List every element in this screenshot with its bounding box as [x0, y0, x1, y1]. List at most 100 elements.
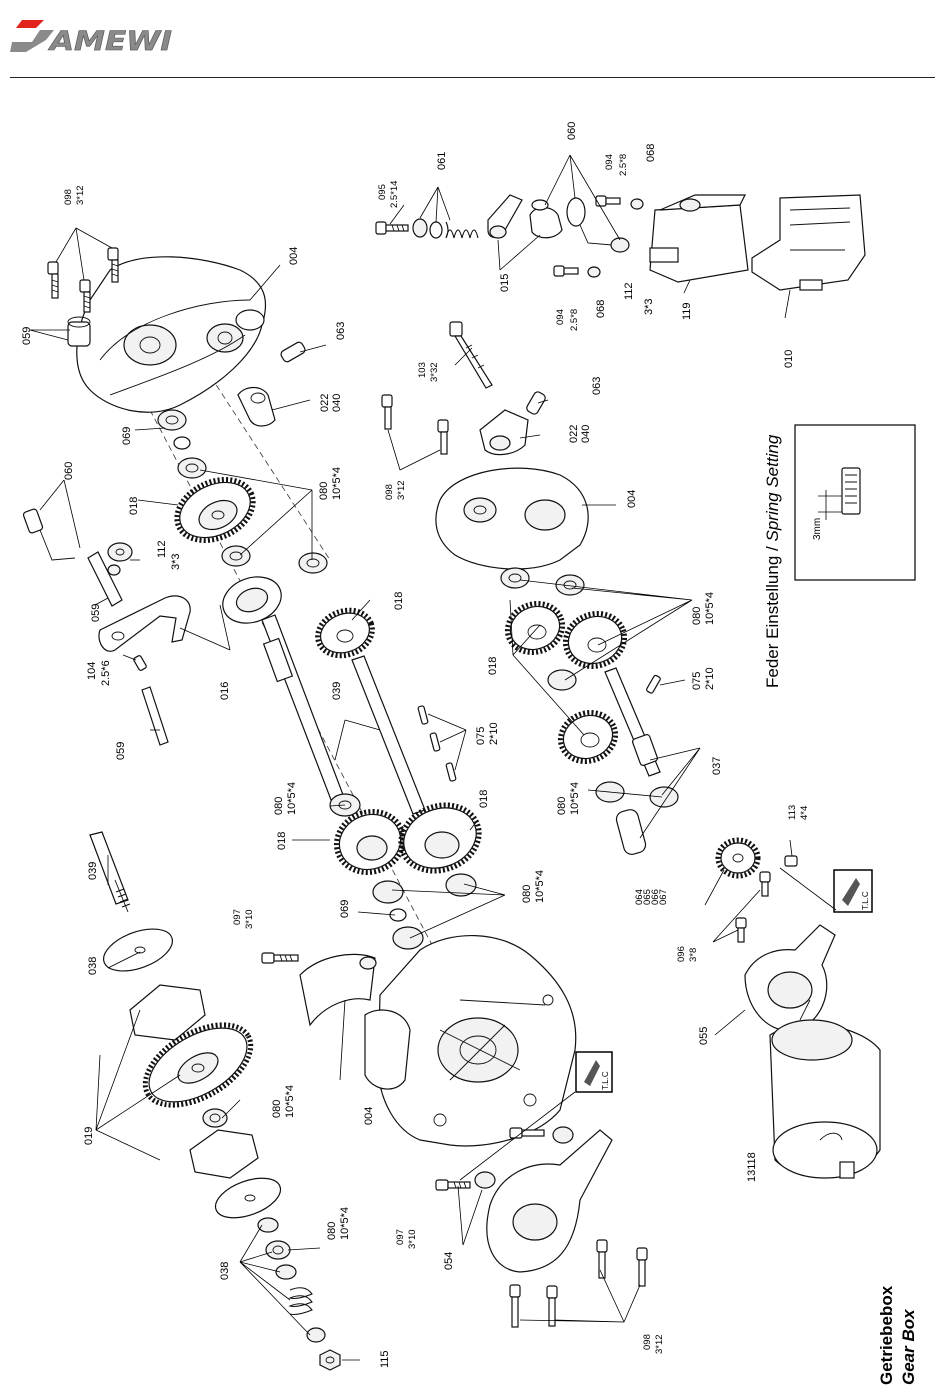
svg-text:038: 038	[87, 957, 99, 975]
callout-018-a: 018	[128, 497, 140, 515]
screw-097	[261, 952, 299, 964]
callout-095: 095 2.5*14	[377, 181, 400, 208]
callout-063-b: 063	[591, 377, 603, 395]
svg-text:022: 022	[319, 394, 331, 412]
gear-018	[504, 600, 566, 656]
collar-112	[107, 542, 133, 576]
svg-text:094: 094	[555, 309, 566, 325]
svg-text:Gear Box: Gear Box	[899, 1308, 918, 1385]
callout-068-a: 068	[645, 144, 657, 162]
callout-096: 096 3*8	[676, 946, 699, 962]
svg-text:080: 080	[273, 797, 285, 815]
spur-gear-019	[142, 1022, 254, 1108]
svg-text:10*5*4: 10*5*4	[704, 592, 716, 625]
shift-collar-016	[222, 576, 282, 624]
washer-068	[587, 198, 644, 278]
gearbox-half-004	[76, 256, 267, 413]
slipper-washers	[257, 1217, 297, 1280]
svg-text:067: 067	[658, 889, 669, 905]
svg-text:10*5*4: 10*5*4	[339, 1207, 351, 1240]
callout-098-c: 098 3*12	[384, 480, 407, 500]
callout-019: 019	[83, 1127, 95, 1145]
svg-text:016: 016	[219, 682, 231, 700]
callout-068-b: 068	[595, 300, 607, 318]
svg-text:095: 095	[377, 184, 388, 200]
callout-059-b: 059	[90, 604, 102, 622]
svg-text:037: 037	[711, 757, 723, 775]
callout-037: 037	[711, 757, 723, 775]
gear-018	[398, 802, 482, 874]
svg-text:061: 061	[436, 152, 448, 170]
callout-113: 113 4*4	[787, 805, 810, 820]
callout-069-b: 069	[339, 900, 351, 918]
shaft-037	[604, 667, 661, 777]
callout-004-a: 004	[288, 247, 300, 265]
fork-shaft-059	[87, 551, 123, 607]
gear-018	[562, 611, 628, 669]
callout-022-040-b: 022 040	[568, 425, 592, 443]
bushing-054	[474, 1126, 574, 1189]
svg-text:075: 075	[475, 727, 487, 745]
svg-text:063: 063	[591, 377, 603, 395]
svg-text:10*5*4: 10*5*4	[284, 1085, 296, 1118]
callout-097-a: 097 3*10	[232, 909, 255, 929]
spring-061	[412, 218, 479, 239]
svg-text:018: 018	[276, 832, 288, 850]
shift-lever-022	[479, 409, 529, 456]
callout-080-g: 080 10*5*4	[556, 782, 581, 815]
bearing-080	[298, 552, 328, 574]
servo-rod-060	[22, 508, 76, 561]
callout-055: 055	[698, 1027, 710, 1045]
servo-rod-060	[566, 197, 613, 246]
svg-text:097: 097	[395, 1229, 406, 1245]
svg-text:T.L.C: T.L.C	[601, 1071, 610, 1090]
svg-text:004: 004	[626, 490, 638, 508]
svg-text:119: 119	[681, 302, 693, 320]
svg-text:055: 055	[698, 1027, 710, 1045]
callout-010: 010	[783, 350, 795, 368]
svg-text:004: 004	[288, 247, 300, 265]
screw-098	[509, 1239, 648, 1328]
shift-fork	[98, 595, 191, 652]
bearing-080	[221, 545, 251, 567]
svg-text:3*12: 3*12	[654, 1334, 665, 1354]
svg-text:018: 018	[393, 592, 405, 610]
servo-horn-015	[529, 199, 563, 239]
callout-080-e: 080 10*5*4	[326, 1207, 351, 1240]
slipper-washer	[306, 1327, 326, 1343]
callout-119: 119	[681, 302, 693, 320]
svg-text:080: 080	[326, 1222, 338, 1240]
screw-098	[47, 261, 59, 299]
callout-080-c: 080 10*5*4	[521, 870, 546, 903]
callout-080-f: 080 10*5*4	[691, 592, 716, 625]
callout-098-b: 098 3*12	[642, 1334, 665, 1354]
callout-038-a: 038	[87, 957, 99, 975]
pin-059	[141, 686, 169, 746]
pinion-gear-064	[715, 837, 761, 879]
svg-text:115: 115	[379, 1350, 391, 1368]
svg-text:098: 098	[642, 1334, 653, 1350]
screw-097	[435, 1179, 471, 1191]
svg-text:2.5*8: 2.5*8	[618, 154, 629, 176]
main-shaft	[261, 614, 346, 806]
tlc-badge-text: T.L.C	[601, 1071, 610, 1090]
svg-text:AMEWI: AMEWI	[48, 26, 172, 57]
callout-061: 061	[436, 152, 448, 170]
svg-text:3*10: 3*10	[244, 909, 255, 929]
tlc-badge	[833, 869, 873, 913]
svg-text:3*3: 3*3	[170, 553, 182, 570]
callout-13118: 13118	[746, 1152, 758, 1182]
callout-018-d: 018	[478, 790, 490, 808]
shift-lever-022	[237, 386, 276, 427]
screw-098	[107, 247, 119, 283]
callout-038-b: 038	[219, 1262, 231, 1280]
callout-080-d: 080 10*5*4	[271, 1085, 296, 1118]
callout-004-c: 004	[626, 490, 638, 508]
callout-054: 054	[443, 1252, 455, 1270]
svg-text:064: 064	[634, 889, 645, 905]
callout-018-c: 018	[276, 832, 288, 850]
screw-094	[553, 195, 621, 277]
svg-text:018: 018	[487, 657, 499, 675]
screw-103	[449, 321, 493, 389]
svg-text:040: 040	[580, 425, 592, 443]
